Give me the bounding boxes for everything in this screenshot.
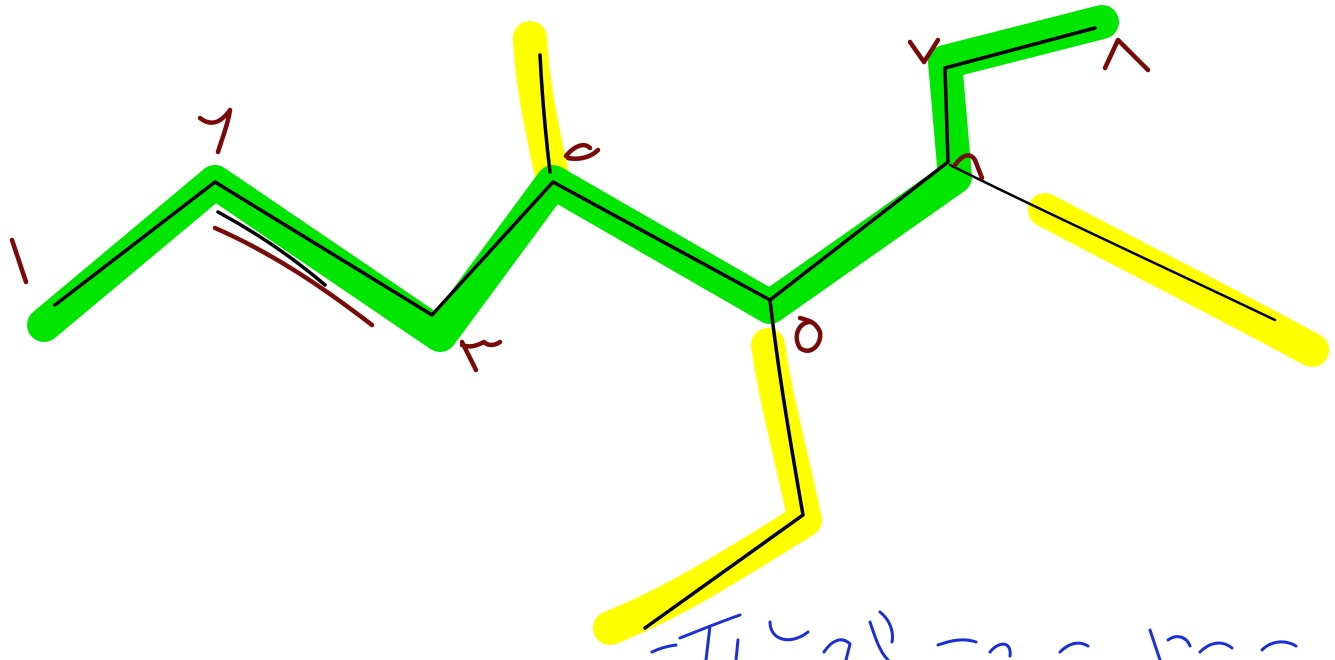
- carbon-number-8: [1102, 37, 1151, 73]
- note-stroke-6: [868, 610, 894, 660]
- note-stroke-8: [988, 642, 1012, 658]
- top-methyl-bond: [538, 53, 552, 174]
- handwritten-note: [650, 610, 1298, 660]
- carbon-number-2: [197, 107, 233, 155]
- double-bond-second-line: [216, 210, 327, 287]
- note-stroke-12: [1260, 640, 1298, 652]
- note-stroke-10: [1148, 628, 1192, 660]
- carbon-number-7: [907, 37, 941, 65]
- bond-lines: [53, 26, 1277, 630]
- main-chain-bonds: [53, 26, 1097, 317]
- carbon-number-4: [563, 143, 601, 161]
- carbon-numbering: [9, 37, 1151, 373]
- double-bond-marker-stroke: [212, 225, 375, 328]
- note-stroke-11: [1198, 641, 1234, 654]
- carbon-number-5: [794, 315, 823, 353]
- note-stroke-3: [734, 638, 740, 660]
- note-stroke-7: [936, 638, 978, 647]
- branch-highlights: [513, 21, 1329, 645]
- branch-highlight-lower-propyl: [593, 328, 822, 645]
- note-stroke-9: [1058, 641, 1090, 654]
- carbon-number-3: [459, 339, 503, 373]
- carbon-number-6: [952, 153, 985, 181]
- note-stroke-4: [768, 620, 810, 642]
- double-bond-marker: [212, 225, 375, 328]
- right-branch-bond: [948, 163, 1277, 322]
- note-stroke-2: [678, 613, 742, 660]
- lower-branch-bonds: [643, 298, 805, 630]
- carbon-number-1: [9, 237, 29, 285]
- note-stroke-5: [822, 638, 852, 660]
- note-stroke-1: [650, 643, 678, 654]
